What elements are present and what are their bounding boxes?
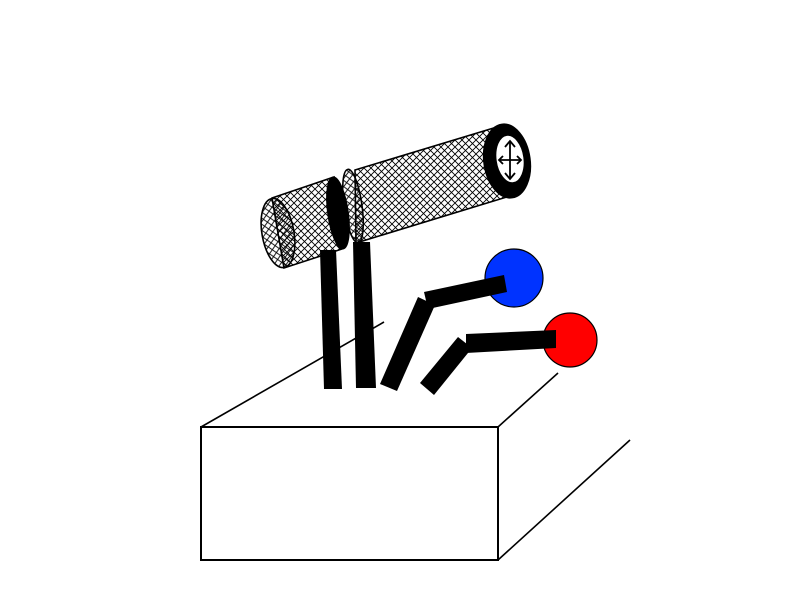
base-box [200,321,631,561]
red-lever-upper [466,330,556,353]
lever-arm-blue [380,248,544,391]
base-box-top-right-edge [497,372,559,428]
large-tube-left-end [341,168,365,244]
telescope-large-tube [341,123,532,245]
telescope-small-tube [260,175,350,270]
support-posts [320,242,376,389]
support-post-right [353,242,376,388]
support-post-left [320,250,342,389]
blue-lever-lower [380,297,435,391]
base-box-top-left-edge [200,321,385,428]
lever-arm-red [420,312,598,395]
base-box-front [200,426,499,561]
red-lever-lower [420,337,472,395]
base-box-bottom-right-edge [497,439,631,561]
small-tube-left-end [260,197,296,269]
four-way-arrow-icon [497,139,523,181]
blue-lever-upper [424,275,507,309]
